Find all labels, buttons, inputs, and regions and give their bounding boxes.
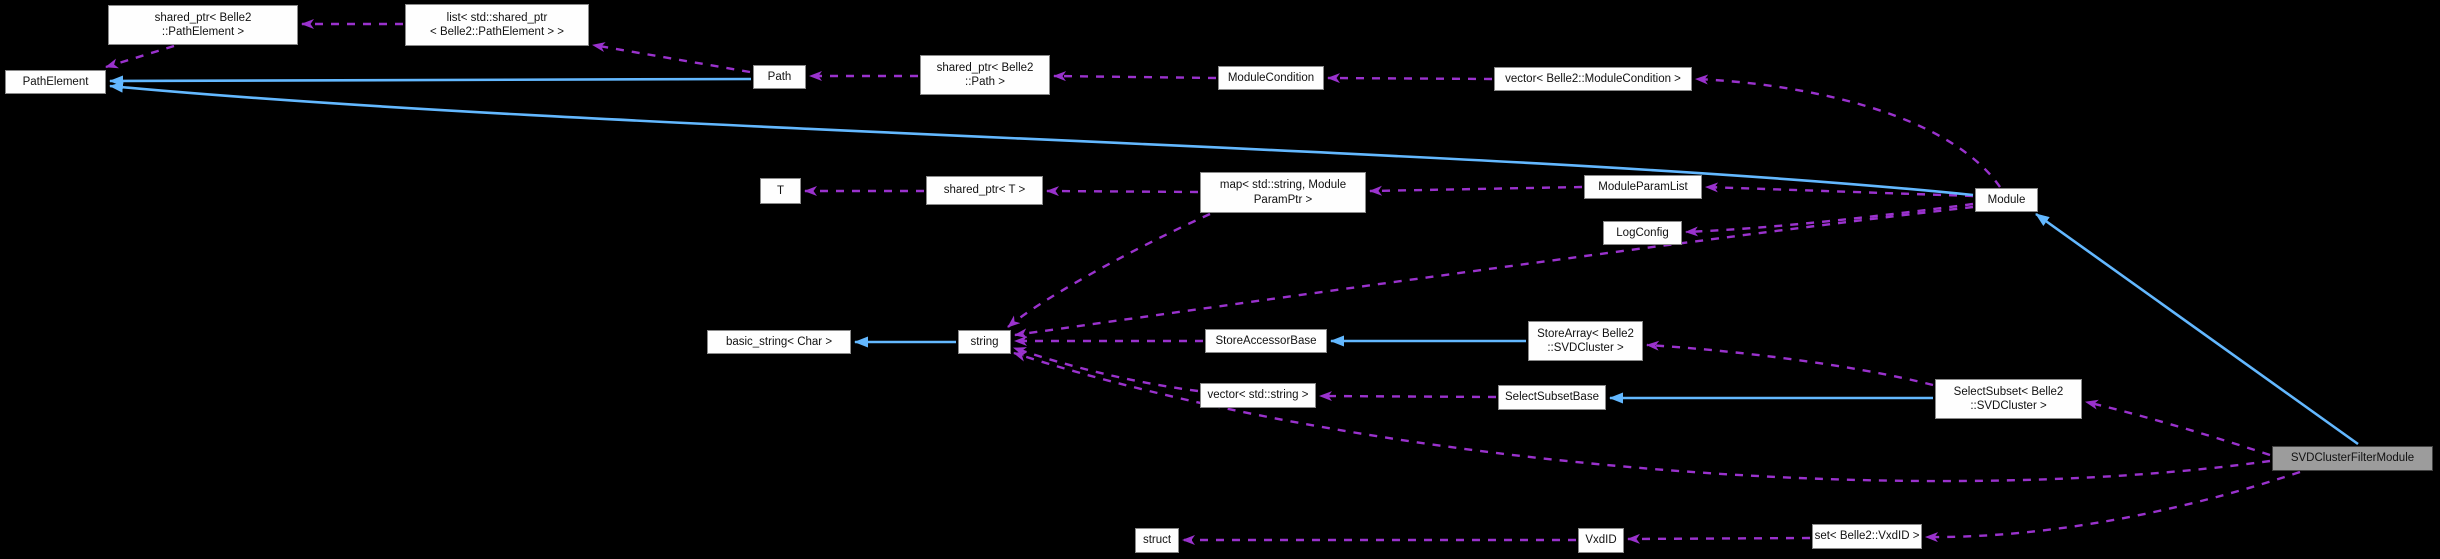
edge-map_module_param_ptr-to-shared_ptr_t (1046, 186, 1199, 197)
node-label: ::SVDCluster > (1970, 400, 2047, 412)
edge-module-to-logconfig (1685, 202, 1974, 237)
edge-svdclusterfiltermodule-to-module (2035, 212, 2359, 446)
node-storeaccessorbase[interactable]: StoreAccessorBase (1205, 329, 1327, 353)
node-label: shared_ptr< Belle2 (154, 11, 252, 24)
edge-moduleparamlist-to-map_module_param_ptr (1369, 185, 1583, 196)
node-label: SelectSubsetBase (1505, 391, 1599, 404)
edge-module-to-pathelement (109, 81, 1974, 197)
node-t[interactable]: T (760, 178, 801, 204)
edge-vector_modulecondition-to-modulecondition (1327, 73, 1493, 84)
edge-svdclusterfiltermodule-to-selectsubset_svdcluster (2085, 399, 2271, 457)
node-svdclusterfiltermodule[interactable]: SVDClusterFilterModule (2272, 446, 2433, 471)
node-logconfig[interactable]: LogConfig (1603, 221, 1682, 245)
node-label: string (970, 335, 999, 348)
node-label: LogConfig (1616, 226, 1669, 239)
node-vxdid[interactable]: VxdID (1578, 528, 1624, 553)
node-label: PathElement (22, 75, 89, 88)
edge-path-to-list_shared_ptr_pathelement (592, 42, 751, 74)
node-label: shared_ptr< Belle2 (936, 61, 1034, 74)
node-list_shared_ptr_pathelement[interactable]: list< std::shared_ptr< Belle2::PathEleme… (405, 4, 589, 46)
node-struct[interactable]: struct (1135, 528, 1179, 553)
node-module[interactable]: Module (1975, 188, 2038, 212)
edge-path-to-pathelement (109, 75, 752, 87)
edge-module-to-vector_modulecondition (1695, 74, 2001, 188)
edge-modulecondition-to-shared_ptr_path (1053, 71, 1217, 82)
node-label: ::Path > (965, 76, 1005, 88)
node-label: ::SVDCluster > (1547, 342, 1624, 354)
node-label: list< std::shared_ptr (446, 11, 548, 24)
edge-svdclusterfiltermodule-to-set_vxdid (1925, 470, 2301, 543)
edge-selectsubset_svdcluster-to-storearray_svdcluster (1646, 340, 1934, 387)
node-basic_string_char[interactable]: basic_string< Char > (707, 330, 851, 354)
node-label: ModuleParamList (1598, 180, 1688, 193)
node-label: map< std::string, Module (1219, 179, 1347, 191)
edge-map_module_param_ptr-to-string (1007, 212, 1211, 328)
node-shared_ptr_t[interactable]: shared_ptr< T > (926, 176, 1043, 205)
edge-selectsubsetbase-to-vector_std_string (1319, 391, 1497, 402)
node-modulecondition[interactable]: ModuleCondition (1218, 66, 1324, 90)
edge-vector_std_string-to-string (1013, 346, 1199, 393)
node-label: ::PathElement > (161, 26, 245, 38)
node-label: ModuleCondition (1227, 71, 1315, 84)
node-shared_ptr_path[interactable]: shared_ptr< Belle2::Path > (920, 55, 1050, 95)
node-selectsubsetbase[interactable]: SelectSubsetBase (1498, 385, 1606, 410)
node-set_vxdid[interactable]: set< Belle2::VxdID > (1812, 524, 1922, 549)
node-moduleparamlist[interactable]: ModuleParamList (1584, 175, 1702, 199)
node-label: set< Belle2::VxdID > (1814, 530, 1920, 543)
edge-module-to-moduleparamlist (1705, 182, 1974, 198)
node-storearray_svdcluster[interactable]: StoreArray< Belle2::SVDCluster > (1528, 321, 1643, 361)
node-label: SVDClusterFilterModule (2290, 452, 2415, 465)
node-label: Module (1987, 193, 2026, 206)
node-vector_std_string[interactable]: vector< std::string > (1200, 383, 1316, 408)
node-shared_ptr_pathelement[interactable]: shared_ptr< Belle2::PathElement > (108, 5, 298, 45)
node-label: StoreArray< Belle2 (1537, 327, 1634, 340)
node-vector_modulecondition[interactable]: vector< Belle2::ModuleCondition > (1494, 67, 1692, 91)
node-path[interactable]: Path (753, 65, 806, 89)
node-string[interactable]: string (958, 330, 1011, 354)
node-label: ParamPtr > (1253, 193, 1313, 206)
node-pathelement[interactable]: PathElement (5, 70, 106, 94)
node-label: VxdID (1585, 534, 1617, 547)
edge-shared_ptr_pathelement-to-pathelement (105, 44, 175, 69)
edge-set_vxdid-to-vxdid (1627, 533, 1811, 544)
node-selectsubset_svdcluster[interactable]: SelectSubset< Belle2::SVDCluster > (1935, 379, 2082, 419)
edge-module-to-string (1014, 205, 1974, 339)
node-label: shared_ptr< T > (943, 184, 1026, 197)
node-label: StoreAccessorBase (1215, 334, 1317, 347)
node-label: Path (767, 70, 792, 83)
node-label: < Belle2::PathElement > > (430, 26, 564, 38)
node-label: SelectSubset< Belle2 (1953, 385, 2064, 398)
edge-svdclusterfiltermodule-to-string (1013, 351, 2271, 483)
node-label: vector< std::string > (1207, 389, 1309, 402)
node-label: T (776, 184, 785, 197)
node-label: struct (1142, 534, 1172, 547)
node-label: basic_string< Char > (725, 335, 833, 348)
node-label: vector< Belle2::ModuleCondition > (1505, 72, 1681, 85)
